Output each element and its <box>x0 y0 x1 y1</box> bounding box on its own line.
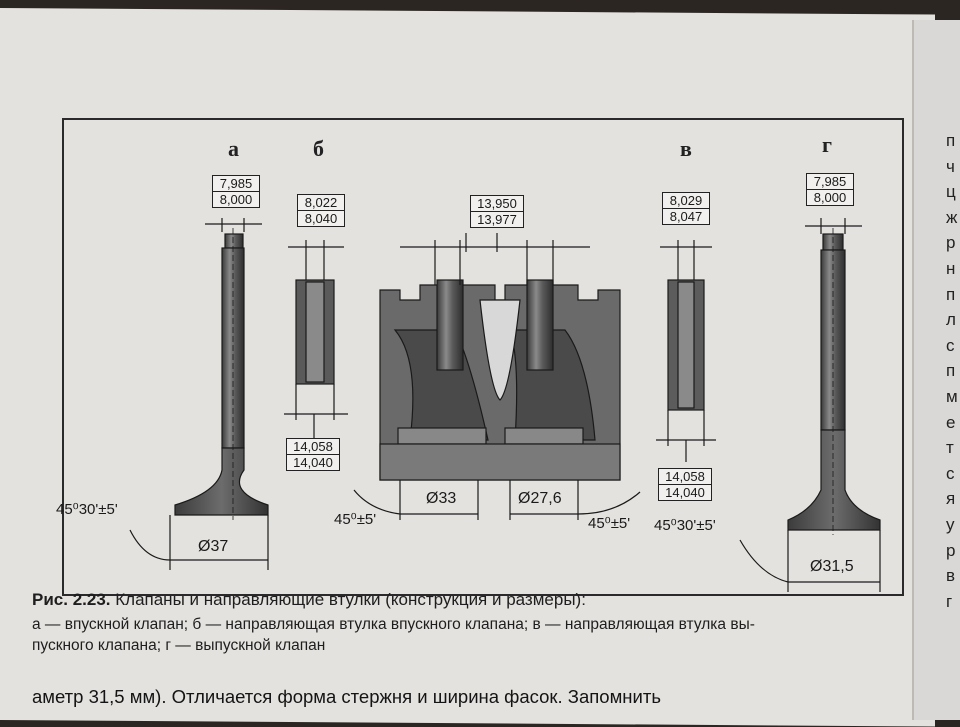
caption-figure-label: Рис. 2.23. <box>32 590 111 609</box>
next-page-edge <box>912 20 960 720</box>
exhaust-guide-bushing-v <box>656 240 716 462</box>
dim-a-diameter: Ø37 <box>198 538 229 555</box>
figure-frame <box>62 118 904 596</box>
body-text-line: аметр 31,5 мм). Отличается форма стержня… <box>32 686 661 707</box>
dim-c-angle-left: 45⁰±5' <box>334 511 377 528</box>
caption-line-2: пускного клапана; г — выпускной клапан <box>32 637 326 654</box>
caption-body: а — впускной клапан; б — направляющая вт… <box>32 614 912 656</box>
dim-c-angle-right: 45⁰±5' <box>588 515 631 532</box>
exhaust-valve-g <box>739 218 881 592</box>
caption-title: Клапаны и направляющие втулки (конструкц… <box>115 590 586 609</box>
dim-c-diameter-right: Ø27,6 <box>518 490 562 507</box>
dim-g-angle: 45⁰30'±5' <box>654 517 716 534</box>
dim-g-diameter: Ø31,5 <box>810 558 854 575</box>
label-v: в <box>680 136 692 161</box>
label-a: а <box>228 136 239 161</box>
caption-line-1: а — впускной клапан; б — направляющая вт… <box>32 616 755 633</box>
intake-guide-bushing-b <box>284 240 348 438</box>
intake-valve-a <box>129 218 269 570</box>
dim-c-diameter-left: Ø33 <box>426 490 457 507</box>
cylinder-head-section <box>353 233 641 520</box>
figure-caption: Рис. 2.23. Клапаны и направляющие втулки… <box>32 590 912 610</box>
label-b: б <box>313 136 324 161</box>
dim-a-angle: 45⁰30'±5' <box>56 501 118 518</box>
label-g: г <box>822 132 832 157</box>
